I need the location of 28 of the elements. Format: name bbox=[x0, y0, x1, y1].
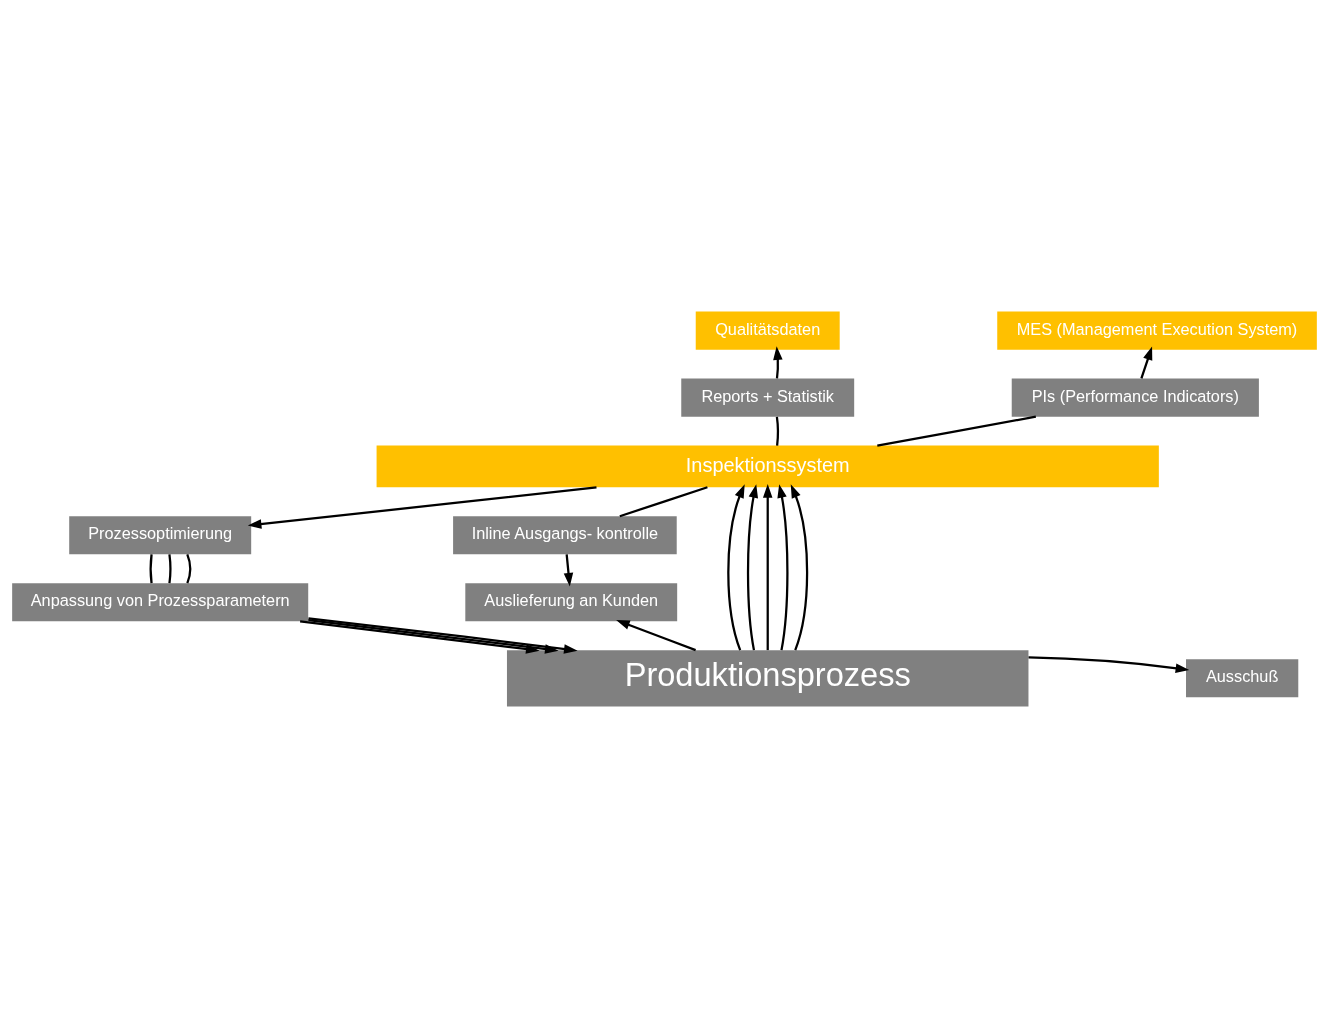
connector bbox=[149, 553, 153, 583]
node-box: Anpassung von Prozessparametern bbox=[12, 582, 309, 621]
node-box: Reports + Statistik bbox=[681, 378, 855, 417]
arrow bbox=[762, 483, 773, 650]
arrow bbox=[773, 345, 783, 379]
node-box: Qualitätsdaten bbox=[695, 311, 840, 350]
node-box: Ausschuß bbox=[1186, 658, 1299, 697]
node-box: Inline Ausgangs- kontrolle bbox=[453, 515, 677, 554]
arrow bbox=[1140, 345, 1153, 379]
connector bbox=[877, 415, 1037, 447]
arrow bbox=[777, 483, 789, 650]
node-box: Produktionsprozess bbox=[506, 649, 1029, 706]
arrow bbox=[563, 553, 574, 586]
arrow bbox=[1028, 655, 1190, 673]
node-box: Auslieferung an Kunden bbox=[465, 582, 678, 621]
arrow bbox=[746, 483, 759, 650]
arrow bbox=[616, 619, 696, 651]
connector bbox=[619, 485, 708, 517]
node-box: Inspektionssystem bbox=[376, 445, 1159, 487]
connector bbox=[775, 416, 780, 446]
arrow bbox=[247, 485, 597, 529]
node-box: MES (Management Execution System) bbox=[997, 311, 1317, 350]
node-box: Prozessoptimierung bbox=[69, 515, 252, 554]
arrow bbox=[790, 483, 809, 650]
connector bbox=[186, 553, 192, 583]
connector bbox=[168, 553, 172, 583]
node-box: PIs (Performance Indicators) bbox=[1011, 378, 1259, 417]
arrow bbox=[727, 483, 745, 650]
